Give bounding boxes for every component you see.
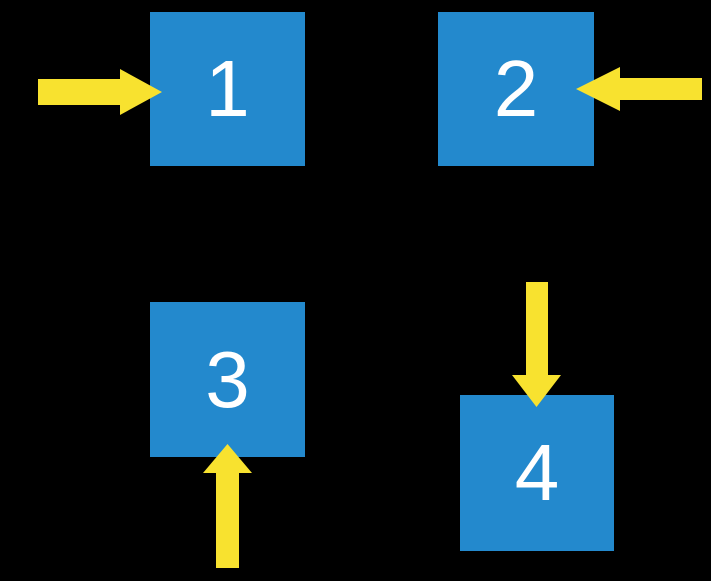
right-arrow-icon xyxy=(38,69,162,115)
square-2: 2 xyxy=(438,12,594,166)
square-1-label: 1 xyxy=(205,44,250,133)
up-arrow-icon xyxy=(203,444,252,568)
down-arrow-icon xyxy=(512,282,561,407)
left-arrow-icon xyxy=(576,67,702,111)
square-3-label: 3 xyxy=(205,334,250,424)
square-2-label: 2 xyxy=(493,44,539,133)
square-4: 4 xyxy=(460,395,614,551)
square-4-label: 4 xyxy=(514,428,560,517)
square-3: 3 xyxy=(150,302,305,457)
square-1: 1 xyxy=(150,12,305,166)
